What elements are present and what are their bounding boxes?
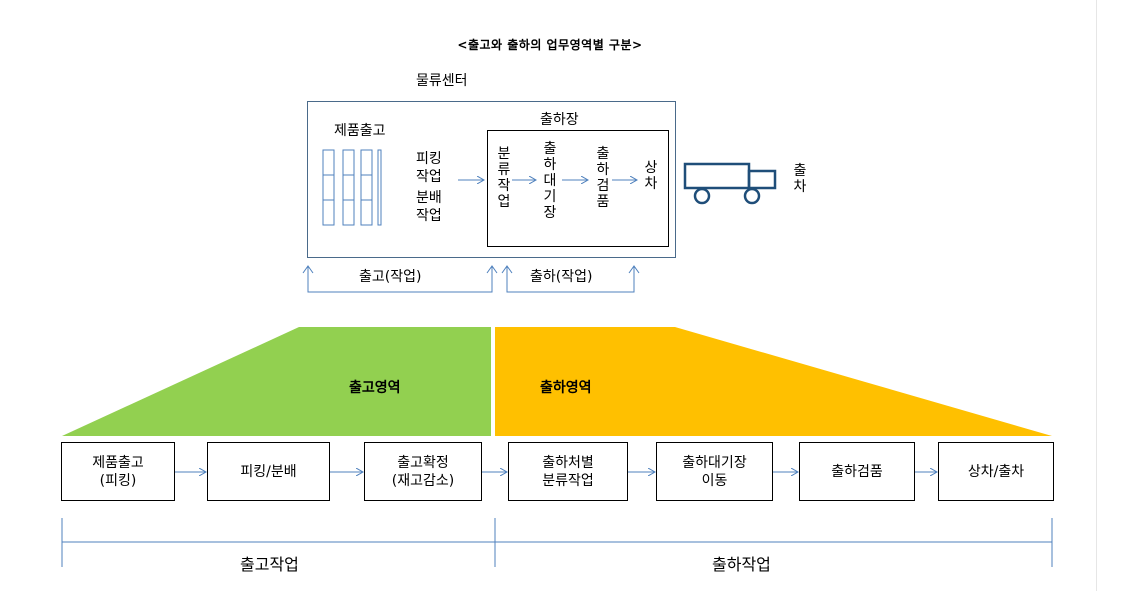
process-step-product-out: 제품출고 (피킹) (61, 442, 175, 501)
outbound-bracket (307, 266, 493, 293)
departure-label: 출 차 (793, 163, 807, 195)
distribution-label-line1: 분배 (416, 190, 442, 206)
process-step-sorting: 출하처별 분류작업 (508, 442, 628, 501)
dock-column-loading: 상 차 (644, 160, 658, 192)
picking-label-line2: 작업 (416, 169, 442, 185)
logistics-center-label: 물류센터 (416, 73, 468, 89)
shipping-bracket (506, 266, 635, 293)
process-step-outbound-confirm: 출고확정 (재고감소) (364, 442, 482, 501)
outbound-work-bracket-label: 출고(작업) (359, 269, 422, 285)
dock-column-inspection: 출 하 검 품 (596, 146, 610, 210)
picking-label-line1: 피킹 (416, 151, 442, 167)
diagram-title: <출고와 출하의 업무영역별 구분> (457, 38, 643, 52)
page-edge-divider (1096, 0, 1097, 591)
process-step-picking: 피킹/분배 (207, 442, 330, 501)
process-step-loading: 상차/출차 (938, 442, 1054, 501)
logistics-center-box (307, 101, 676, 258)
shipping-zone-shape (495, 327, 1052, 436)
outbound-zone-shape (62, 327, 491, 436)
process-step-inspection: 출하검품 (799, 442, 915, 501)
outbound-zone-label: 출고영역 (349, 380, 401, 396)
product-out-label: 제품출고 (334, 123, 386, 139)
distribution-label-line2: 작업 (416, 208, 442, 224)
dock-column-staging: 출 하 대 기 장 (543, 141, 557, 221)
outbound-work-label: 출고작업 (240, 555, 299, 574)
process-step-staging-move: 출하대기장 이동 (656, 442, 773, 501)
shipping-zone-label: 출하영역 (540, 380, 592, 396)
shipping-dock-box (487, 130, 669, 247)
truck-icon (683, 162, 777, 205)
shipping-work-bracket-label: 출하(작업) (530, 269, 593, 285)
shipping-work-label: 출하작업 (712, 555, 771, 574)
dock-column-sorting: 분 류 작 업 (497, 146, 511, 210)
shipping-dock-label: 출하장 (540, 112, 579, 128)
storage-rack-icon (322, 149, 382, 226)
